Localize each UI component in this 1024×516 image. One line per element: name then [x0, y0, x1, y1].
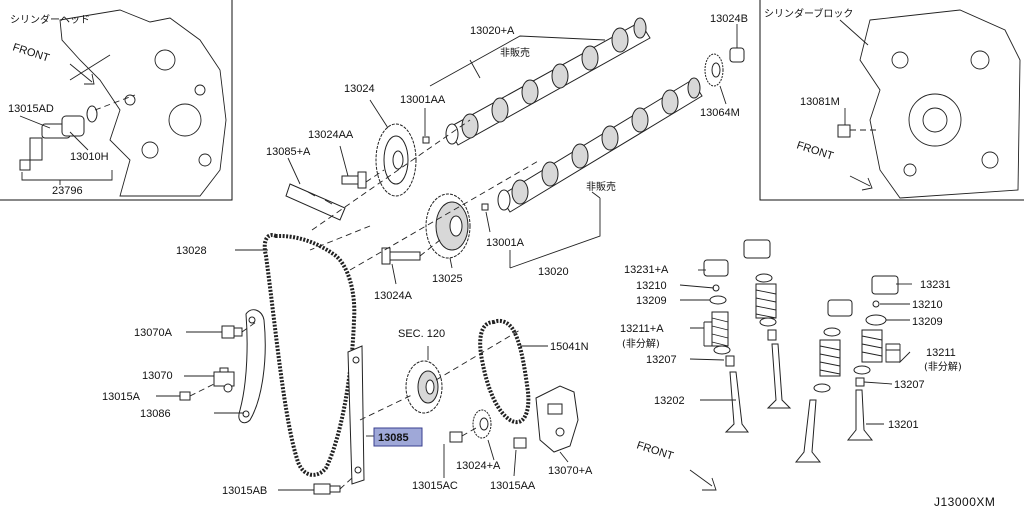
bolt-13024AA — [339, 145, 367, 189]
slack-guide-13086 — [238, 309, 266, 424]
label-13210-right[interactable]: 13210 — [912, 299, 943, 311]
label-13015AC[interactable]: 13015AC — [412, 480, 458, 492]
inset-cylinder-block — [759, 0, 1024, 201]
signal-plate-13064M — [704, 53, 724, 87]
label-13001A[interactable]: 13001A — [486, 237, 525, 249]
vtc-sprocket-13025 — [425, 193, 471, 259]
label-sec-120[interactable]: SEC. 120 — [398, 328, 445, 340]
label-13024A-2[interactable]: 13024+A — [456, 460, 501, 472]
crank-sprocket — [405, 360, 443, 414]
camshaft-upper — [445, 17, 651, 146]
label-13211[interactable]: 13211 — [926, 347, 956, 359]
label-non-disassembly-1: (非分解) — [622, 337, 660, 350]
label-13024AA[interactable]: 13024AA — [308, 129, 354, 141]
label-13231[interactable]: 13231 — [920, 279, 951, 291]
bolt-13015A — [156, 383, 215, 401]
label-15041N[interactable]: 15041N — [550, 341, 589, 353]
front-arrow-bottom — [689, 469, 717, 491]
label-13207-right[interactable]: 13207 — [894, 379, 925, 391]
label-cylinder-block: シリンダーブロック — [764, 7, 853, 20]
label-13024A[interactable]: 13024A — [374, 290, 413, 302]
connector — [29, 137, 43, 161]
label-13085[interactable]: 13085 — [378, 432, 409, 444]
label-13028[interactable]: 13028 — [176, 245, 207, 257]
label-13015AA[interactable]: 13015AA — [490, 480, 536, 492]
label-non-disassembly-2: (非分解) — [924, 360, 962, 373]
label-13202[interactable]: 13202 — [654, 395, 685, 407]
cylinder-head-sketch — [59, 9, 227, 197]
label-13025[interactable]: 13025 — [432, 273, 463, 285]
valve-train-intake — [794, 275, 899, 463]
label-13015AB[interactable]: 13015AB — [222, 485, 267, 497]
label-23796[interactable]: 23796 — [52, 185, 83, 197]
dowel-13001A — [481, 203, 489, 211]
bolt-13015AC — [443, 427, 477, 478]
label-not-sold-1: 非販売 — [500, 46, 530, 59]
label-13086[interactable]: 13086 — [140, 408, 171, 420]
label-13081M[interactable]: 13081M — [800, 96, 840, 108]
label-13209-right[interactable]: 13209 — [912, 316, 943, 328]
label-front-bottom: FRONT — [635, 439, 675, 462]
label-13211A[interactable]: 13211+A — [620, 323, 664, 335]
label-not-sold-2: 非販売 — [586, 180, 616, 193]
label-13070A-2[interactable]: 13070+A — [548, 465, 593, 477]
label-13015A[interactable]: 13015A — [102, 391, 141, 403]
bolt-13015AA — [513, 437, 527, 477]
diagram-reference-code: J13000XM — [934, 495, 995, 509]
timing-chain-13028 — [262, 233, 357, 477]
tensioner-13070A — [535, 385, 579, 463]
label-13070A[interactable]: 13070A — [134, 327, 173, 339]
lifter-13231A — [743, 239, 771, 259]
label-13064M[interactable]: 13064M — [700, 107, 740, 119]
dowel-13001AA — [422, 136, 430, 144]
label-13209-left[interactable]: 13209 — [636, 295, 667, 307]
sprocket-13024 — [375, 123, 417, 197]
timing-chain-15041N — [478, 318, 531, 424]
tension-guide-13085 — [347, 345, 365, 485]
chain-tensioner-13070 — [184, 367, 235, 393]
label-13210-left[interactable]: 13210 — [636, 280, 667, 292]
dowel-13081M — [837, 124, 851, 138]
label-front-top-left: FRONT — [11, 41, 51, 64]
label-13020[interactable]: 13020 — [538, 266, 569, 278]
label-13201[interactable]: 13201 — [888, 419, 919, 431]
label-13231A[interactable]: 13231+A — [624, 264, 669, 276]
label-13207-left[interactable]: 13207 — [646, 354, 677, 366]
bolt-13015AD — [19, 159, 31, 171]
label-cylinder-head: シリンダーヘッド — [10, 13, 90, 26]
chain-guide-upper — [285, 157, 346, 221]
label-13010H[interactable]: 13010H — [70, 151, 109, 163]
label-13024B[interactable]: 13024B — [710, 13, 748, 25]
label-13001AA[interactable]: 13001AA — [400, 94, 446, 106]
highlight-13085 — [373, 427, 423, 447]
bolt-13015AB — [278, 477, 353, 495]
inset-cylinder-head — [0, 0, 233, 201]
label-13015AD[interactable]: 13015AD — [8, 103, 54, 115]
bolt-13024A — [381, 247, 421, 285]
bolt-13024B — [729, 24, 745, 63]
lifter-13231 — [871, 275, 899, 295]
label-13085A[interactable]: 13085+A — [266, 146, 311, 158]
oil-pump-sprocket — [472, 409, 492, 439]
label-13024[interactable]: 13024 — [344, 83, 375, 95]
bolt-13070A — [186, 321, 257, 339]
cylinder-block-sketch — [859, 9, 1021, 199]
label-13070[interactable]: 13070 — [142, 370, 173, 382]
label-13020A[interactable]: 13020+A — [470, 25, 515, 37]
camshaft-lower — [497, 77, 703, 213]
valve-train-exhaust — [703, 239, 792, 433]
label-front-top-right: FRONT — [795, 139, 835, 162]
